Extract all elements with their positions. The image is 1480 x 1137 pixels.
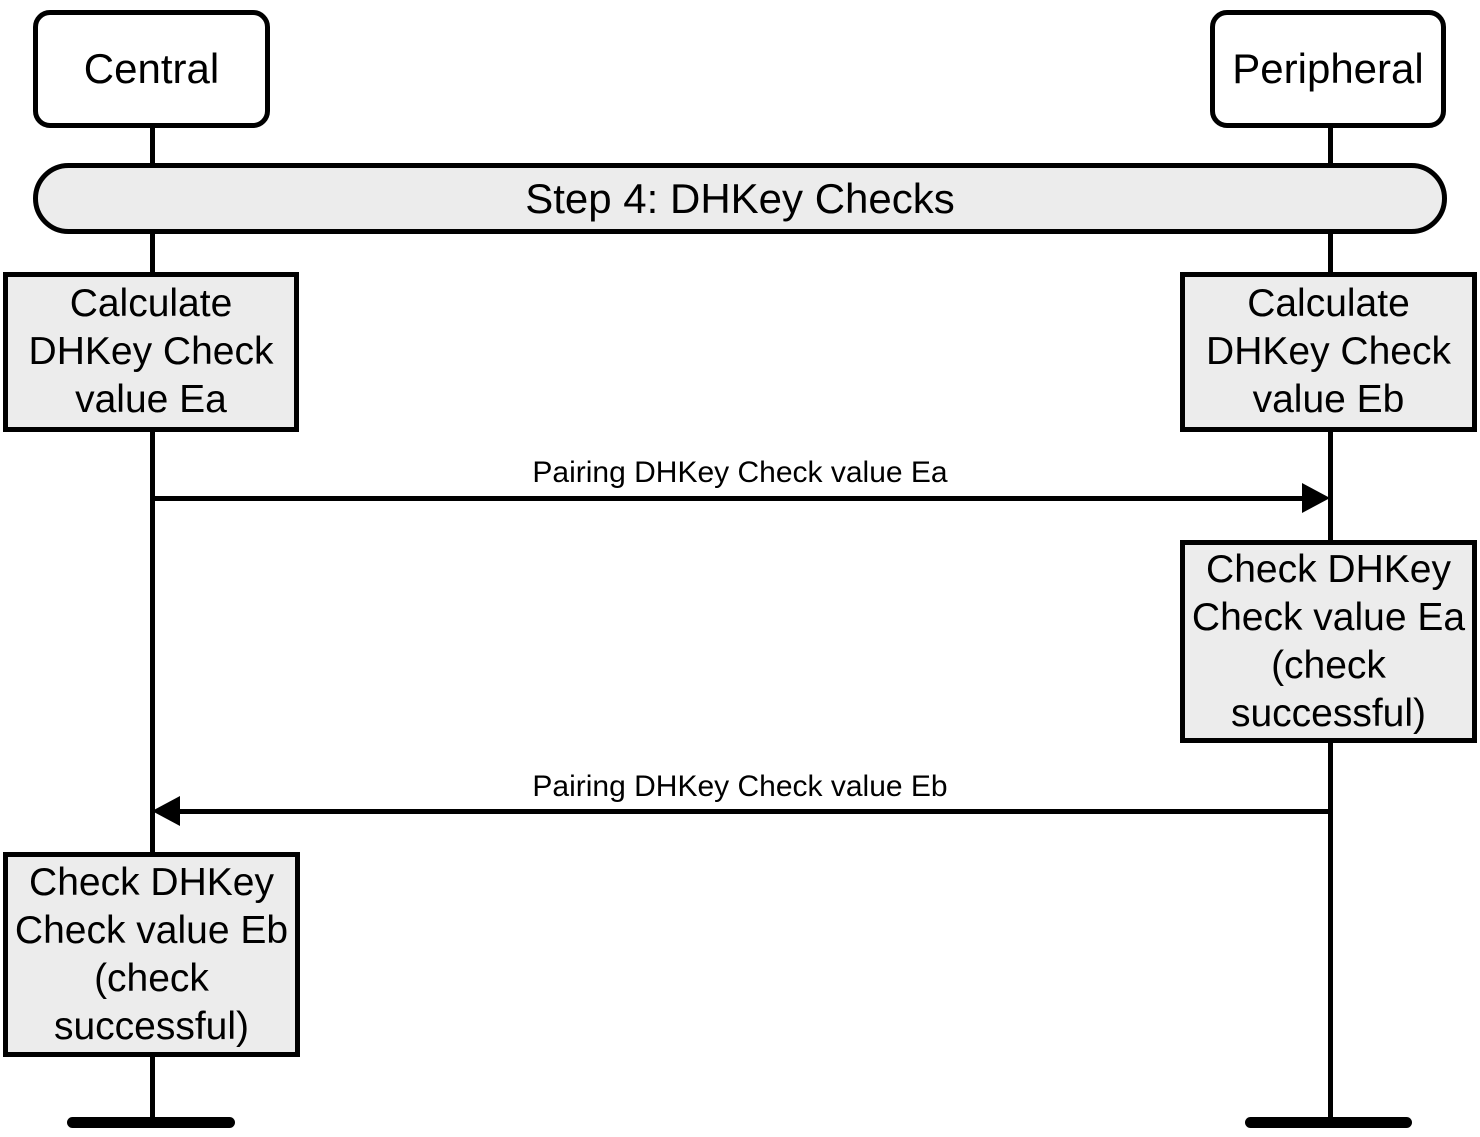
terminator-central <box>67 1117 235 1128</box>
step-banner-label: Step 4: DHKey Checks <box>525 174 955 222</box>
arrowhead-left-icon <box>152 796 180 826</box>
actor-peripheral: Peripheral <box>1210 10 1446 128</box>
step-banner: Step 4: DHKey Checks <box>33 163 1447 234</box>
arrowhead-right-icon <box>1302 483 1330 513</box>
message-label-eb: Pairing DHKey Check value Eb <box>532 770 948 803</box>
actor-central: Central <box>33 10 270 128</box>
activity-check-eb: Check DHKey Check value Eb (check succes… <box>3 852 300 1057</box>
activity-calculate-ea: Calculate DHKey Check value Ea <box>3 272 299 432</box>
message-arrow-eb <box>175 809 1330 814</box>
actor-peripheral-label: Peripheral <box>1232 45 1424 92</box>
message-label-ea: Pairing DHKey Check value Ea <box>532 456 948 489</box>
terminator-peripheral <box>1245 1117 1412 1128</box>
activity-calculate-eb: Calculate DHKey Check value Eb <box>1180 272 1477 432</box>
lifeline-central <box>150 126 155 1122</box>
activity-check-ea: Check DHKey Check value Ea (check succes… <box>1180 540 1477 743</box>
message-arrow-ea <box>152 496 1305 501</box>
actor-central-label: Central <box>83 45 220 92</box>
